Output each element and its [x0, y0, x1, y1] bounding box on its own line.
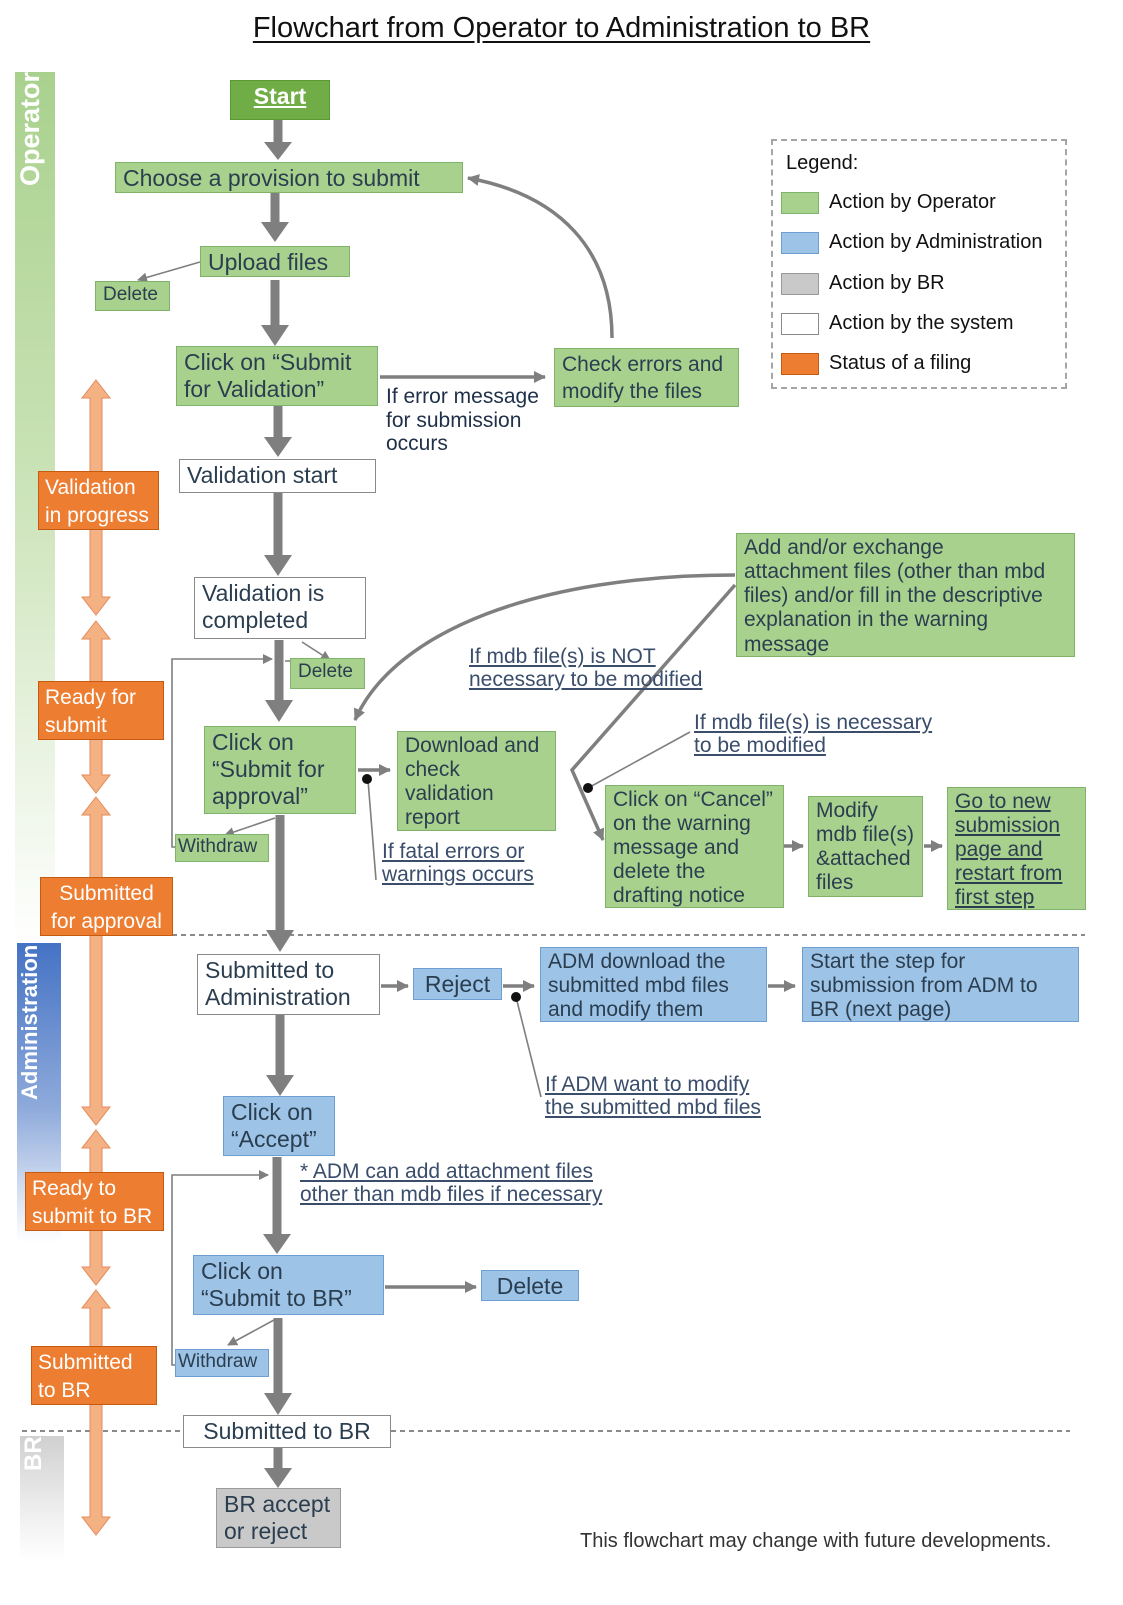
start-box: Start [230, 80, 330, 120]
download-report-box: Download and check validation report [397, 731, 556, 831]
adm-download-box: ADM download the submitted mbd files and… [540, 947, 767, 1022]
footer-note: This flowchart may change with future de… [580, 1530, 1052, 1552]
delete-br-box: Delete [481, 1270, 579, 1301]
legend-swatch [781, 272, 819, 295]
go-new-submission-box: Go to new submission page and restart fr… [947, 787, 1086, 910]
legend-label: Action by Operator [829, 191, 996, 213]
legend-item-status: Status of a filing [781, 352, 971, 375]
br-lane-bar [20, 1436, 64, 1561]
note-if-error: If error message for submission occurs [386, 385, 539, 456]
delete-upload-box: Delete [95, 281, 170, 311]
upload-files-box: Upload files [200, 246, 350, 277]
reject-box: Reject [413, 968, 502, 1000]
note-fatal-errors: If fatal errors or warnings occurs [382, 840, 534, 887]
page-title: Flowchart from Operator to Administratio… [252, 12, 871, 44]
submitted-br-box: Submitted to BR [183, 1415, 391, 1448]
add-exchange-box: Add and/or exchange attachment files (ot… [736, 533, 1075, 657]
status-ready-for-submit: Ready for submit [38, 681, 164, 740]
check-errors-box: Check errors and modify the files [554, 348, 739, 407]
click-cancel-box: Click on “Cancel” on the warning message… [605, 785, 784, 908]
note-mdb-necessary: If mdb file(s) is necessary to be modifi… [694, 711, 933, 758]
legend-label: Status of a filing [829, 352, 972, 374]
legend-swatch [781, 191, 819, 214]
submitted-admin-box: Submitted to Administration [197, 954, 380, 1015]
legend-item-administration: Action by Administration [781, 231, 1042, 254]
validation-completed-box: Validation is completed [194, 577, 366, 639]
status-validation-in-progress: Validation in progress [38, 471, 159, 530]
note-adm-modify: If ADM want to modify the submitted mbd … [545, 1073, 761, 1120]
legend-swatch [781, 312, 819, 335]
submit-approval-box: Click on “Submit for approval” [204, 726, 356, 814]
note-mdb-not-necessary: If mdb file(s) is NOT necessary to be mo… [469, 645, 703, 692]
withdraw-admin-box: Withdraw [175, 1349, 269, 1377]
submit-br-box: Click on “Submit to BR” [193, 1255, 384, 1315]
status-ready-to-submit-br: Ready to submit to BR [25, 1172, 164, 1231]
legend: Legend: Action by Operator Action by Adm… [771, 139, 1067, 389]
submit-validation-box: Click on “Submit for Validation” [176, 346, 378, 406]
modify-mbd-box: Modify mdb file(s) &attached files [808, 796, 923, 897]
legend-item-operator: Action by Operator [781, 191, 996, 214]
click-accept-box: Click on “Accept” [223, 1096, 335, 1156]
choose-provision-box: Choose a provision to submit [115, 162, 463, 193]
legend-label: Action by Administration [829, 231, 1043, 253]
legend-title: Legend: [786, 152, 859, 174]
legend-swatch [781, 352, 819, 375]
status-submitted-to-br: Submitted to BR [31, 1346, 157, 1405]
legend-swatch [781, 231, 819, 254]
legend-item-br: Action by BR [781, 272, 945, 295]
start-step-br-box: Start the step for submission from ADM t… [802, 947, 1079, 1022]
status-submitted-for-approval: Submitted for approval [40, 877, 173, 936]
legend-item-system: Action by the system [781, 312, 1014, 335]
legend-label: Action by the system [829, 312, 1014, 334]
withdraw-operator-box: Withdraw [175, 834, 269, 862]
validation-start-box: Validation start [179, 459, 376, 493]
note-adm-attach: * ADM can add attachment files other tha… [300, 1160, 603, 1207]
legend-label: Action by BR [829, 272, 945, 294]
delete-validation-box: Delete [290, 658, 365, 689]
br-accept-box: BR accept or reject [216, 1488, 341, 1548]
